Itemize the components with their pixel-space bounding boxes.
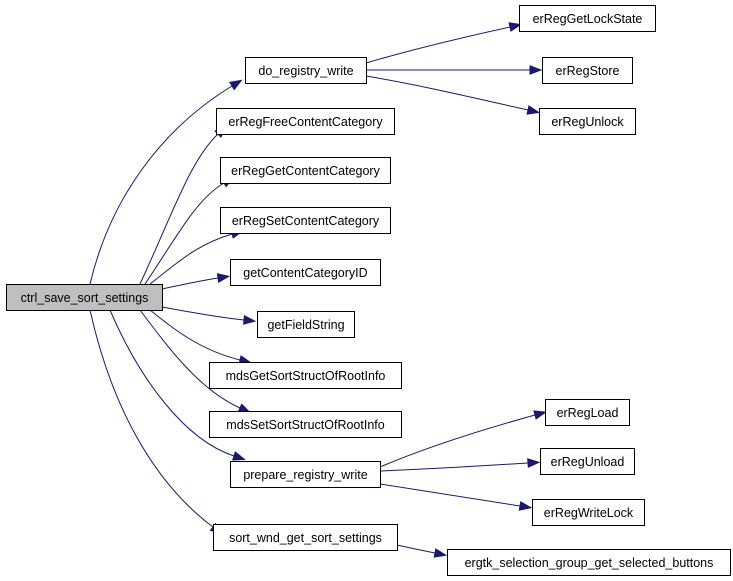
- node-label: erRegUnload: [551, 455, 625, 469]
- node-mdsGetSortStructOfRootInfo[interactable]: mdsGetSortStructOfRootInfo: [209, 362, 402, 389]
- arrow-head: [243, 315, 257, 325]
- edge-ctrl_save_sort_settings-to-sort_wnd_get_sort_settings: [89, 309, 223, 535]
- node-box[interactable]: [539, 108, 636, 135]
- edge-line: [109, 309, 235, 457]
- node-box[interactable]: [447, 549, 731, 576]
- edge-ctrl_save_sort_settings-to-mdsGetSortStructOfRootInfo: [149, 309, 253, 365]
- node-erRegSetContentCategory[interactable]: erRegSetContentCategory: [220, 207, 391, 234]
- edges-layer: [89, 22, 547, 558]
- node-box[interactable]: [216, 108, 395, 135]
- node-ergtk_selection_group_get_selected_buttons[interactable]: ergtk_selection_group_get_selected_butto…: [447, 549, 731, 576]
- edge-line: [379, 414, 536, 468]
- edge-ctrl_save_sort_settings-to-getFieldString: [161, 306, 257, 325]
- node-label: erRegGetLockState: [533, 12, 643, 26]
- edge-line: [139, 309, 241, 409]
- node-box[interactable]: [6, 284, 163, 311]
- node-erRegLoad[interactable]: erRegLoad: [545, 399, 630, 426]
- node-label: erRegWriteLock: [544, 506, 634, 520]
- node-do_registry_write[interactable]: do_registry_write: [245, 57, 367, 84]
- arrow-head: [433, 548, 448, 558]
- arrow-head: [518, 501, 533, 511]
- edge-line: [89, 309, 214, 528]
- edge-line: [379, 462, 529, 472]
- edge-ctrl_save_sort_settings-to-mdsSetSortStructOfRootInfo: [139, 309, 252, 414]
- node-erRegWriteLock[interactable]: erRegWriteLock: [532, 499, 645, 526]
- node-label: do_registry_write: [258, 64, 353, 78]
- node-label: mdsSetSortStructOfRootInfo: [226, 418, 384, 432]
- arrow-head: [533, 410, 547, 420]
- node-box[interactable]: [542, 57, 633, 84]
- node-sort_wnd_get_sort_settings[interactable]: sort_wnd_get_sort_settings: [213, 524, 398, 551]
- edge-ctrl_save_sort_settings-to-erRegFreeContentCategory: [139, 125, 228, 285]
- node-erRegFreeContentCategory[interactable]: erRegFreeContentCategory: [216, 108, 395, 135]
- node-box[interactable]: [209, 411, 402, 438]
- node-box[interactable]: [257, 311, 355, 338]
- node-box[interactable]: [220, 207, 391, 234]
- edge-do_registry_write-to-erRegGetLockState: [365, 22, 523, 64]
- arrow-head: [216, 273, 231, 284]
- arrow-head: [228, 79, 243, 91]
- edge-do_registry_write-to-erRegUnlock: [365, 75, 541, 115]
- node-box[interactable]: [230, 259, 381, 286]
- node-label: erRegLoad: [557, 406, 619, 420]
- node-box[interactable]: [220, 157, 391, 184]
- node-box[interactable]: [519, 5, 656, 32]
- edge-line: [144, 182, 225, 285]
- edge-ctrl_save_sort_settings-to-do_registry_write: [89, 79, 243, 285]
- node-label: getFieldString: [267, 318, 344, 332]
- edge-ctrl_save_sort_settings-to-prepare_registry_write: [109, 309, 246, 461]
- edge-line: [89, 85, 233, 285]
- node-label: erRegFreeContentCategory: [228, 115, 383, 129]
- arrow-head: [529, 65, 543, 75]
- node-label: erRegUnlock: [551, 115, 624, 129]
- node-label: ergtk_selection_group_get_selected_butto…: [465, 556, 714, 570]
- edge-line: [149, 233, 233, 285]
- node-erRegGetLockState[interactable]: erRegGetLockState: [519, 5, 656, 32]
- edge-line: [365, 26, 511, 64]
- edge-prepare_registry_write-to-erRegUnload: [379, 458, 541, 472]
- edge-line: [161, 277, 219, 290]
- node-box[interactable]: [540, 448, 635, 475]
- node-erRegUnlock[interactable]: erRegUnlock: [539, 108, 636, 135]
- node-label: prepare_registry_write: [243, 468, 367, 482]
- node-erRegUnload[interactable]: erRegUnload: [540, 448, 635, 475]
- node-label: getContentCategoryID: [243, 266, 367, 280]
- edge-ctrl_save_sort_settings-to-getContentCategoryID: [161, 273, 231, 290]
- node-label: erRegGetContentCategory: [231, 164, 380, 178]
- node-ctrl_save_sort_settings[interactable]: ctrl_save_sort_settings: [6, 284, 163, 311]
- edge-line: [139, 133, 219, 285]
- node-box[interactable]: [545, 399, 630, 426]
- edge-do_registry_write-to-erRegStore: [366, 65, 543, 75]
- node-getContentCategoryID[interactable]: getContentCategoryID: [230, 259, 381, 286]
- edge-line: [396, 544, 436, 554]
- arrow-head: [527, 458, 541, 468]
- node-box[interactable]: [213, 524, 398, 551]
- edge-line: [379, 483, 521, 507]
- node-box[interactable]: [245, 57, 367, 84]
- node-label: erRegStore: [556, 64, 620, 78]
- node-label: mdsGetSortStructOfRootInfo: [226, 369, 386, 383]
- edge-line: [365, 75, 529, 111]
- node-box[interactable]: [532, 499, 645, 526]
- arrow-head: [526, 105, 541, 115]
- edge-line: [149, 309, 241, 361]
- node-prepare_registry_write[interactable]: prepare_registry_write: [230, 461, 381, 488]
- node-label: sort_wnd_get_sort_settings: [229, 531, 382, 545]
- edge-line: [161, 306, 245, 321]
- node-box[interactable]: [209, 362, 402, 389]
- arrow-head: [508, 22, 523, 32]
- edge-prepare_registry_write-to-erRegLoad: [379, 410, 547, 468]
- node-erRegGetContentCategory[interactable]: erRegGetContentCategory: [220, 157, 391, 184]
- node-getFieldString[interactable]: getFieldString: [257, 311, 355, 338]
- node-erRegStore[interactable]: erRegStore: [542, 57, 633, 84]
- edge-prepare_registry_write-to-erRegWriteLock: [379, 483, 533, 511]
- nodes-layer: ctrl_save_sort_settings do_registry_write…: [6, 5, 731, 576]
- node-box[interactable]: [230, 461, 381, 488]
- arrow-head: [231, 451, 246, 461]
- node-label: ctrl_save_sort_settings: [21, 291, 149, 305]
- node-label: erRegSetContentCategory: [232, 214, 380, 228]
- edge-sort_wnd_get_sort_settings-to-ergtk_selection_group_get_selected_buttons: [396, 544, 448, 558]
- node-mdsSetSortStructOfRootInfo[interactable]: mdsSetSortStructOfRootInfo: [209, 411, 402, 438]
